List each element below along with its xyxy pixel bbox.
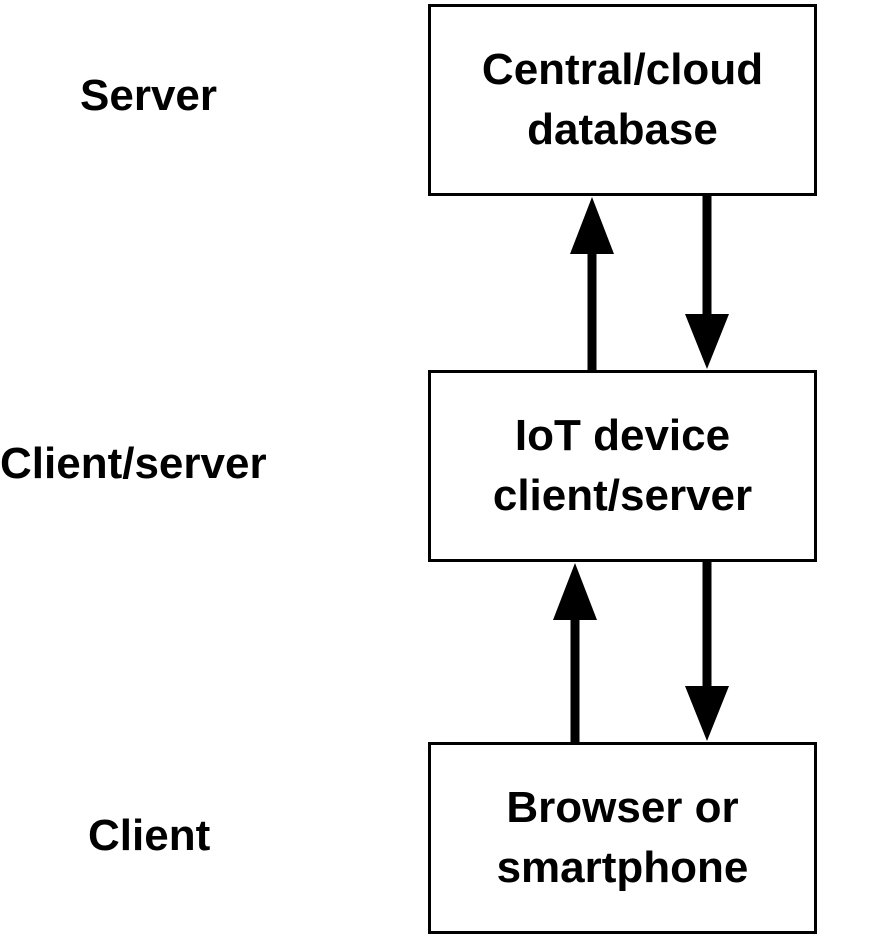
browser-smartphone-box: Browser or smartphone [428, 742, 817, 934]
browser-box-line-1: Browser or [506, 783, 739, 832]
arrow-iot-to-browser [685, 562, 729, 741]
browser-box-line-2: smartphone [496, 843, 749, 892]
tier-label-client: Client [88, 811, 211, 860]
tier-label-client-server: Client/server [0, 439, 267, 488]
database-box-line-1: Central/cloud [481, 45, 764, 94]
iot-box-line-2: client/server [492, 471, 753, 520]
arrow-database-to-iot [685, 196, 729, 369]
central-cloud-database-box: Central/cloud database [428, 4, 817, 196]
database-box-line-2: database [527, 105, 718, 154]
tier-label-server: Server [80, 71, 218, 120]
iot-device-box: IoT device client/server [428, 370, 817, 562]
iot-box-line-1: IoT device [514, 411, 731, 460]
arrow-browser-to-iot [553, 563, 597, 742]
arrow-iot-to-database [570, 197, 614, 370]
